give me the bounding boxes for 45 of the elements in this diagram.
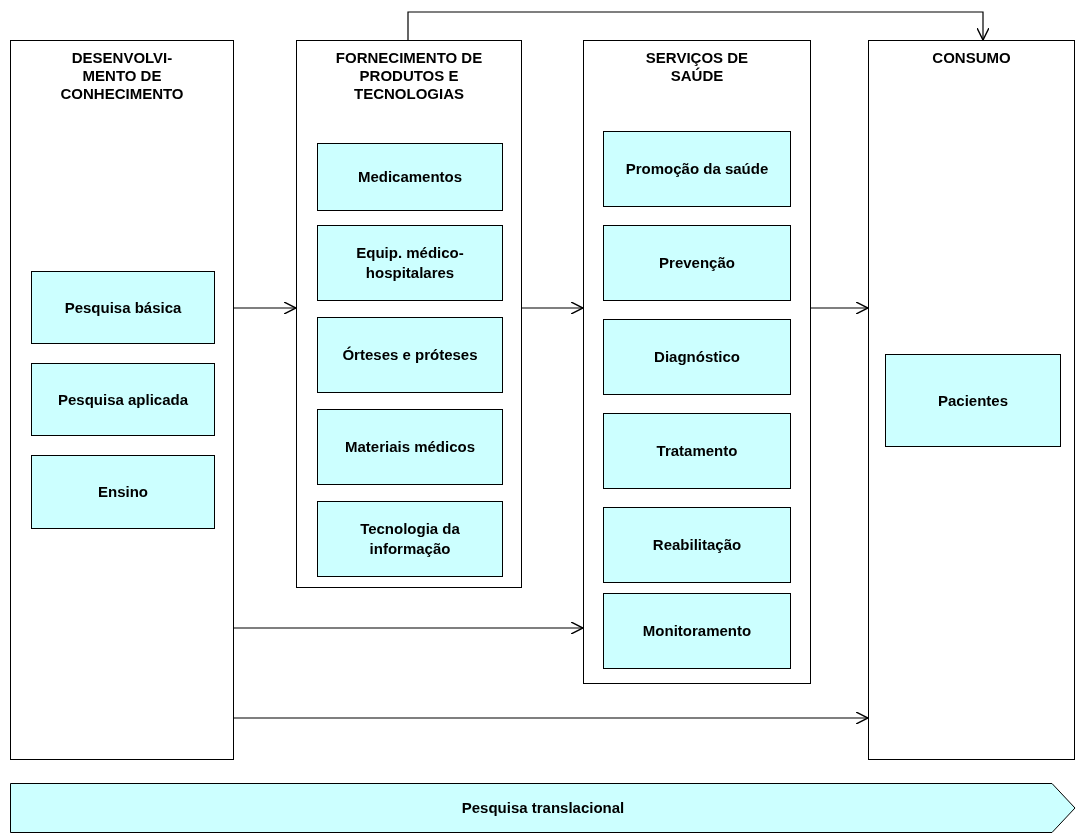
item-box (317, 409, 503, 485)
item-box (603, 413, 791, 489)
item-label: Prevenção (658, 253, 736, 273)
item-box (317, 225, 503, 301)
item-label: Monitoramento (641, 621, 753, 641)
item-box (603, 225, 791, 301)
column-heading: FORNECIMENTO DE PRODUTOS E TECNOLOGIAS (334, 49, 484, 103)
item-box (317, 317, 503, 393)
item-box (603, 507, 791, 583)
item-label: Materiais médicos (343, 437, 477, 457)
column-panel (868, 40, 1075, 760)
item-label: Reabilitação (651, 535, 743, 555)
item-label: Medicamentos (356, 167, 464, 187)
item-label: Ensino (97, 482, 149, 502)
column-heading: SERVIÇOS DE SAÚDE (644, 49, 750, 85)
item-box (603, 319, 791, 395)
item-box (317, 501, 503, 577)
item-label: Órteses e próteses (341, 345, 479, 365)
column-panel (10, 40, 234, 760)
item-box (603, 131, 791, 207)
item-box (317, 143, 503, 211)
column-heading: CONSUMO (931, 49, 1012, 67)
arrow (233, 621, 584, 635)
item-label: Pesquisa aplicada (56, 389, 190, 410)
item-label: Pesquisa básica (63, 297, 183, 318)
arrow (407, 11, 990, 41)
item-box (31, 455, 215, 529)
column-heading: DESENVOLVI- MENTO DE CONHECIMENTO (59, 49, 185, 103)
item-label: Pacientes (936, 390, 1009, 411)
arrow (233, 711, 869, 725)
arrow (233, 301, 297, 315)
item-box (885, 354, 1061, 447)
item-label: Promoção da saúde (624, 159, 770, 179)
column-panel (296, 40, 522, 588)
item-label: Diagnóstico (653, 347, 741, 367)
arrow (521, 301, 584, 315)
banner-label: Pesquisa translacional (460, 798, 626, 818)
item-box (31, 363, 215, 436)
column-panel (583, 40, 811, 684)
item-box (603, 593, 791, 669)
item-label: Tratamento (655, 441, 739, 461)
arrow (810, 301, 869, 315)
item-label: Equip. médico-hospitalares (355, 243, 465, 283)
item-label: Tecnologia da informação (359, 519, 461, 559)
item-box (31, 271, 215, 344)
